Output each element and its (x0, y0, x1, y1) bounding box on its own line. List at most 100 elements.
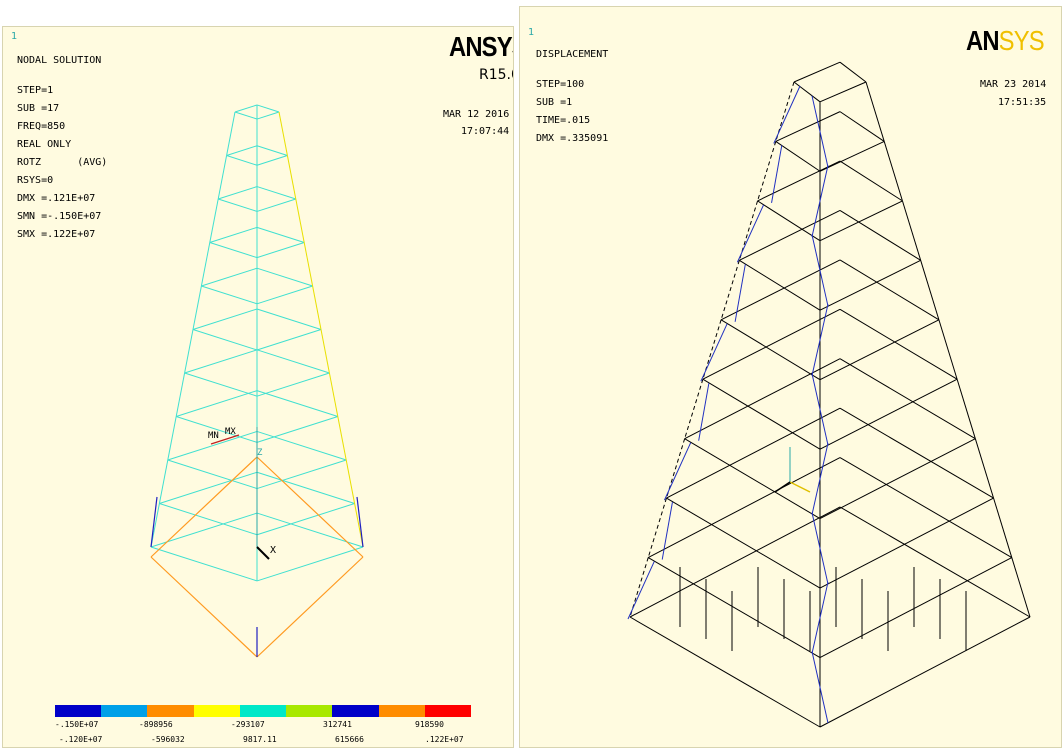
mesh-member (256, 111, 280, 120)
legend-tick-label: .122E+07 (425, 735, 464, 744)
mesh-member (256, 459, 347, 490)
mesh-member (209, 242, 258, 259)
legend-tick-label: 312741 (323, 720, 352, 729)
left-info-line: DMX =.121E+07 (17, 193, 96, 204)
mesh-member (256, 198, 296, 212)
mesh-member (256, 390, 338, 417)
frame-member (819, 140, 885, 172)
frame-member (720, 319, 821, 381)
frame-leg (883, 141, 903, 202)
legend-tick-label: -898956 (139, 720, 173, 729)
mesh-member (256, 430, 347, 461)
mesh-member (184, 349, 258, 374)
mesh-member (234, 111, 258, 120)
logo-sys: SYS (998, 25, 1045, 56)
frame-member (793, 81, 821, 103)
plot-title: DISPLACEMENT (536, 49, 609, 60)
frame-member (739, 259, 821, 311)
left-info-line: RSYS=0 (17, 175, 54, 186)
legend-tick-label: -596032 (151, 735, 185, 744)
deformed-member (811, 95, 829, 168)
deformed-member (811, 304, 829, 376)
mesh-leg (192, 285, 202, 330)
deformed-member (773, 85, 801, 144)
deformed-member (661, 502, 673, 560)
x-axis (256, 546, 270, 560)
mesh-leg (345, 459, 356, 504)
mesh-leg (286, 155, 297, 200)
legend-swatch (193, 705, 240, 717)
mesh-member (256, 155, 288, 166)
deformed-member (698, 383, 710, 441)
mesh-member (176, 390, 258, 417)
mesh-member (150, 546, 258, 582)
mesh-member (256, 242, 305, 259)
support-leg (356, 496, 364, 548)
right-info-line: SUB =1 (536, 97, 573, 108)
base-member (256, 456, 364, 558)
mesh-member (218, 198, 258, 212)
frame-member (629, 506, 841, 618)
version-label: R15.0 (479, 67, 513, 83)
frame-member (819, 438, 976, 520)
mesh-member (256, 285, 313, 305)
frame-member (739, 210, 841, 261)
frame-leg (974, 438, 995, 499)
frame-member (839, 210, 921, 261)
base-member (150, 456, 258, 558)
extreme-marker (210, 434, 240, 445)
mesh-member (201, 267, 258, 287)
x-axis (774, 481, 791, 493)
frame-member (819, 259, 921, 311)
legend-tick-label: -293107 (231, 720, 265, 729)
frame-member (819, 616, 1031, 728)
left-info-line: SMX =.122E+07 (17, 229, 96, 240)
legend-tick-label: 615666 (335, 735, 364, 744)
mesh-member (256, 512, 364, 548)
mesh-leg (226, 111, 236, 156)
left-info-line: REAL ONLY (17, 139, 72, 150)
mesh-leg (303, 242, 314, 287)
mesh-member (176, 416, 258, 443)
frame-member (775, 141, 821, 172)
frame-leg (901, 200, 922, 261)
deformed-member (811, 373, 829, 446)
mesh-leg (278, 111, 288, 156)
frame-member (647, 457, 841, 558)
mesh-member (167, 430, 258, 461)
frame-leg (865, 81, 885, 142)
date-label: MAR 12 2016 (443, 109, 510, 120)
frame-member (684, 438, 821, 520)
frame-member (839, 111, 885, 142)
mesh-member (256, 104, 280, 113)
frame-member (839, 308, 958, 380)
deformed-member (811, 581, 829, 654)
legend-swatch (286, 705, 333, 717)
mesh-member (201, 285, 258, 305)
frame-member (819, 200, 903, 242)
mesh-leg (209, 198, 219, 243)
mesh-member (226, 155, 258, 166)
frame-member (629, 616, 821, 728)
mesh-member (184, 372, 258, 397)
mesh-member (256, 308, 322, 330)
deformed-member (663, 442, 692, 501)
frame-member (839, 358, 976, 440)
frame-member (702, 378, 821, 450)
frame-leg (938, 319, 958, 380)
tower-mode-shape-plot[interactable] (3, 27, 513, 747)
legend-swatch (55, 705, 102, 717)
frame-member (757, 200, 821, 242)
contour-legend-bar (55, 705, 471, 717)
frame-member (775, 111, 841, 142)
frame-member (819, 497, 994, 589)
tower-displacement-plot[interactable] (520, 7, 1061, 747)
max-marker: MX (225, 427, 236, 437)
frame-leg (720, 260, 740, 320)
frame-member (839, 61, 867, 83)
left-info-line: ROTZ (AVG) (17, 157, 108, 168)
frame-member (839, 259, 940, 321)
frame-member (819, 378, 958, 450)
